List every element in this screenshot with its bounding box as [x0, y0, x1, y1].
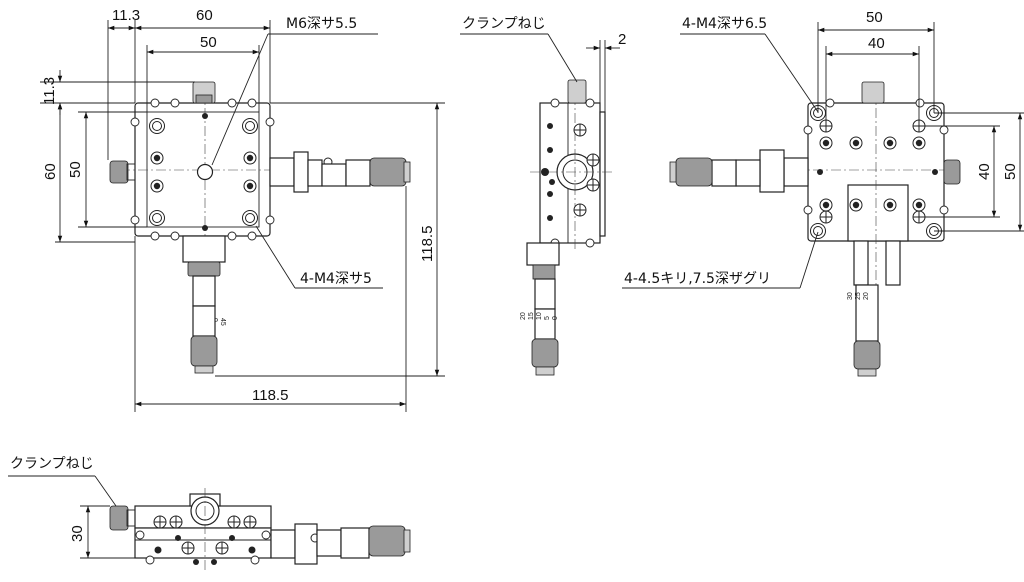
top-holes: [149, 113, 258, 231]
side-clamp-knob: [567, 79, 587, 104]
dim-width-inner: 50: [200, 34, 217, 51]
micrometer-scale-label: 15: [528, 312, 535, 320]
front-micrometer: 45 40 35 30: [270, 523, 411, 565]
front-holes: [135, 515, 271, 565]
clamp-knob-base: [195, 94, 213, 104]
micrometer-scale-label: 0: [552, 316, 559, 320]
bottom-holes: [803, 98, 949, 239]
dim-height-outer: 50: [1002, 163, 1019, 180]
callout-top-holes: 4-M4深サ6.5: [682, 16, 767, 32]
front-view: 45 40 35 30 クランプねじ 30: [8, 456, 411, 570]
dim-width-inner: 40: [868, 35, 885, 52]
micrometer-scale-label: 30: [847, 292, 854, 300]
dim-offset-left: 11.3: [112, 7, 140, 24]
micrometer-scale-label: 10: [536, 312, 543, 320]
dim-height: 30: [69, 525, 86, 542]
side-dimensions: [460, 33, 620, 112]
clamp-label: クランプねじ: [10, 456, 94, 472]
bottom-right-knob: [943, 159, 961, 185]
left-knob: [109, 160, 129, 184]
top-view: 5 0 45 5 0 45: [40, 7, 445, 412]
dim-height-inner: 50: [67, 161, 84, 178]
dim-travel-width: 118.5: [252, 387, 288, 404]
dim-width-outer: 50: [866, 9, 883, 26]
bottom-dimensions: [622, 22, 1024, 289]
side-view: 20 15 10 5 0 クランプねじ 2: [460, 16, 626, 376]
bottom-center-block: [847, 184, 909, 242]
bottom-left-micrometer: 20 25 30: [669, 149, 809, 193]
bottom-micrometer: 5 0 45: [182, 235, 226, 374]
bottom-lower-micrometer: 30 25 20: [847, 240, 901, 377]
callout-counterbore: 4-4.5キリ,7.5深ザグリ: [624, 271, 771, 287]
front-lower-plate: [134, 527, 272, 559]
top-dimensions: [40, 20, 445, 412]
micrometer-scale-label: 5: [544, 316, 551, 320]
side-micrometer: 20 15 10 5 0: [520, 242, 560, 376]
side-holes: [541, 98, 600, 248]
micrometer-scale-label: 20: [520, 312, 527, 320]
right-micrometer: 5 0 45: [269, 151, 411, 193]
dim-height-inner: 40: [976, 163, 993, 180]
callout-corner-holes: 4-M4深サ5: [300, 271, 372, 287]
bottom-view: 20 25 30 30 25 20: [622, 9, 1024, 377]
dim-width-outer: 60: [196, 7, 213, 24]
micrometer-scale-label: 45: [219, 318, 226, 326]
dim-clamp-offset: 2: [618, 31, 626, 48]
left-knob-shaft: [126, 163, 136, 181]
dim-offset-top: 11.3: [41, 77, 58, 105]
front-clamp-knob: [109, 505, 129, 531]
center-hole: [196, 163, 214, 181]
micrometer-scale-label: 25: [855, 292, 862, 300]
clamp-label: クランプねじ: [462, 16, 546, 32]
front-dimensions: [8, 475, 135, 559]
dim-height-outer: 60: [42, 163, 59, 180]
callout-center-hole: M6深サ5.5: [286, 16, 357, 32]
micrometer-scale-label: 20: [863, 292, 870, 300]
dim-travel-height: 118.5: [419, 226, 436, 262]
bottom-clamp-knob: [861, 81, 885, 104]
